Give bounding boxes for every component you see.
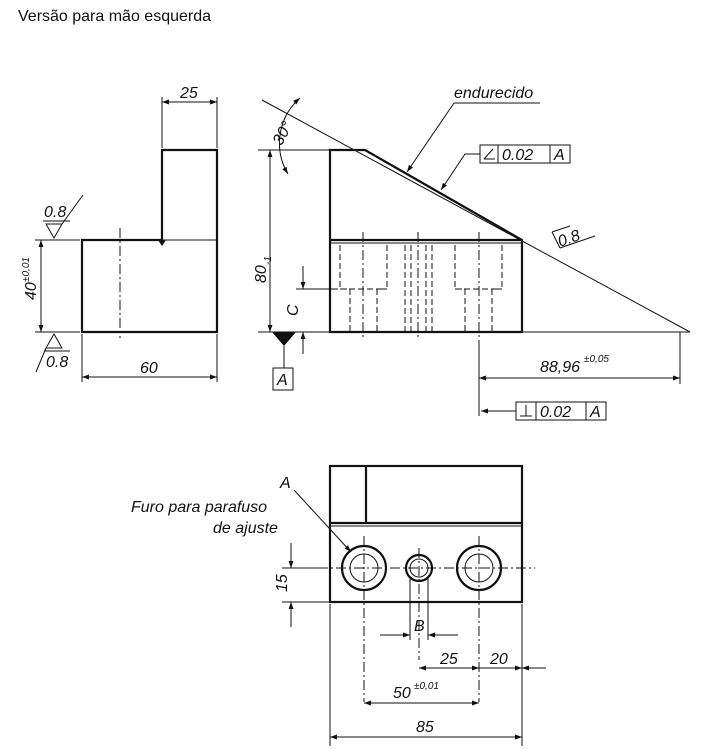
tol-80: -1 [263, 256, 274, 265]
hole-note-line1: Furo para parafuso [131, 499, 267, 516]
rough-left-top: 0.8 [44, 204, 66, 221]
dim-40: 40 [23, 282, 40, 300]
dim-8896: 88,96 [540, 359, 580, 376]
front-view-outline [328, 148, 524, 334]
left-view: 25 40 ±0,01 0.8 0.8 60 [21, 85, 219, 382]
angle-30: 30° [270, 118, 297, 148]
svg-text:A: A [276, 372, 288, 389]
dim-50: 50 [393, 685, 411, 702]
dim-80: 80 [253, 265, 270, 283]
dim-c: C [285, 304, 302, 316]
left-view-outline [80, 148, 219, 334]
tol-8896: ±0,05 [584, 354, 609, 365]
top-view: A Furo para parafuso de ajuste 15 B 25 2… [131, 464, 546, 746]
perpendicularity-frame: 0.02 A [481, 401, 607, 421]
rough-left-bottom: 0.8 [46, 354, 68, 371]
roughness-symbol-slope: 0.8 [551, 225, 596, 251]
notch-mark [158, 240, 166, 246]
tol-40: ±0,01 [21, 257, 32, 282]
top-view-outline [328, 464, 524, 604]
dim-25-top: 25 [179, 85, 198, 102]
dim-15: 15 [274, 574, 291, 592]
dim-60: 60 [140, 360, 158, 377]
front-view: 30° endurecido 0.02 A 0.8 80 -1 [253, 85, 691, 421]
svg-text:A: A [589, 404, 601, 421]
slope-extension [261, 99, 691, 333]
hole-note-line2: de ajuste [213, 520, 278, 537]
datum-a: A [272, 332, 296, 391]
hardened-label: endurecido [454, 85, 533, 102]
angularity-symbol-icon [483, 148, 495, 160]
tol-50: ±0,01 [414, 681, 439, 692]
label-a-bottom: A [279, 475, 291, 492]
svg-text:0.8: 0.8 [556, 227, 583, 251]
dim-85: 85 [416, 719, 434, 736]
roughness-symbol-bottom [35, 332, 63, 373]
svg-text:0.02: 0.02 [502, 147, 533, 164]
svg-text:0.02: 0.02 [540, 404, 571, 421]
roughness-symbol-top [45, 194, 84, 240]
perpendicularity-symbol-icon [520, 405, 532, 417]
dim-b: B [414, 618, 425, 635]
dim-25-bottom: 25 [439, 651, 458, 668]
svg-text:A: A [553, 147, 565, 164]
hardened-leader [406, 102, 455, 173]
page-title: Versão para mão esquerda [18, 8, 212, 25]
datum-triangle-icon [272, 332, 296, 346]
hidden-holes [339, 232, 503, 340]
angularity-frame: 0.02 A [440, 144, 571, 191]
dim-20: 20 [489, 651, 508, 668]
angle-arc [278, 97, 301, 175]
